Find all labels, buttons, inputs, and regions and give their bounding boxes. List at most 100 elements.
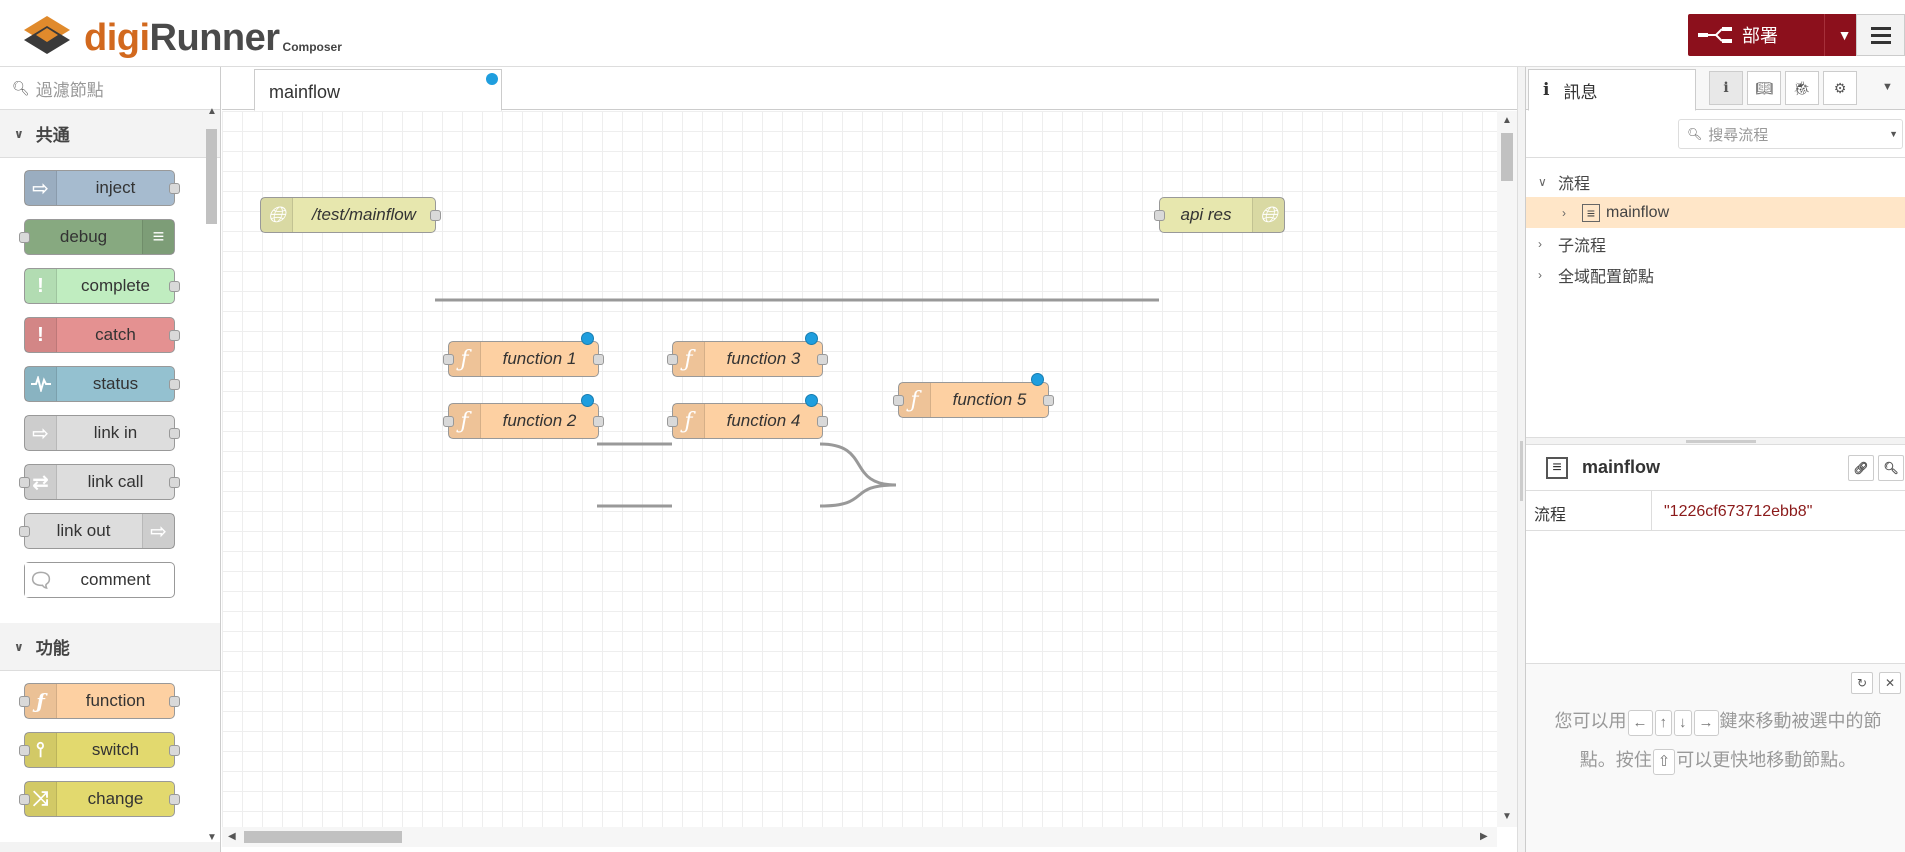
node-function-1[interactable]: ƒ function 1 <box>443 332 604 377</box>
help-book-button[interactable]: 📖︎ <box>1747 71 1781 105</box>
sidebar-resize-handle[interactable] <box>1517 67 1525 852</box>
output-port[interactable] <box>430 210 441 221</box>
info-tab-button[interactable]: i <box>1709 71 1743 105</box>
palette-node-comment[interactable]: 🗨︎ comment <box>24 562 175 598</box>
tree-subflows-group[interactable]: › 子流程 <box>1526 228 1905 259</box>
sidebar-panel-splitter[interactable] <box>1526 437 1905 445</box>
node-http-response[interactable]: api res 🌐︎ <box>1154 197 1285 233</box>
node-function-4[interactable]: ƒ function 4 <box>667 394 828 439</box>
changed-indicator <box>581 394 594 407</box>
palette-node-switch[interactable]: ⫯ switch <box>19 732 180 768</box>
palette-scrollbar[interactable]: ▲ ▼ <box>204 104 219 852</box>
output-port[interactable] <box>1043 395 1054 406</box>
search-button[interactable]: 🔍︎ <box>1878 455 1904 481</box>
key-left: ← <box>1627 710 1653 736</box>
palette-category-common[interactable]: ∨ 共通 <box>0 110 220 158</box>
help-tip-panel: ↻ ✕ 您可以用←↑↓→鍵來移動被選中的節點。按住⇧可以更快地移動節點。 <box>1526 663 1905 852</box>
input-port[interactable] <box>443 354 454 365</box>
scroll-right-arrow-icon[interactable]: ▶ <box>1480 831 1488 842</box>
close-tip-button[interactable]: ✕ <box>1879 672 1901 694</box>
tab-info[interactable]: i 訊息 <box>1528 69 1696 111</box>
tab-changed-indicator <box>486 73 498 85</box>
vertical-scroll-thumb[interactable] <box>1501 133 1513 181</box>
palette-node-inject[interactable]: ⇨ inject <box>24 170 180 206</box>
settings-button[interactable]: ⚙ <box>1823 71 1857 105</box>
node-label: debug <box>59 227 108 246</box>
deploy-dropdown-caret-icon[interactable]: ▼ <box>1824 14 1864 56</box>
link-button[interactable]: 🔗︎ <box>1848 455 1874 481</box>
palette-node-change[interactable]: ⤨ change <box>19 781 180 817</box>
scroll-down-arrow-icon[interactable]: ▼ <box>1502 811 1512 822</box>
palette-node-function[interactable]: ƒ function <box>19 683 180 719</box>
flow-icon: ≡ <box>1582 203 1600 222</box>
palette-category-common-body: ⇨ inject debug ≡ ! complete ! catch stat… <box>0 158 220 623</box>
tab-mainflow[interactable]: mainflow <box>254 69 502 111</box>
main-menu-button[interactable] <box>1856 14 1905 56</box>
canvas-vertical-scrollbar[interactable]: ▲ ▼ <box>1497 111 1517 827</box>
input-port[interactable] <box>667 416 678 427</box>
scroll-up-arrow-icon[interactable]: ▲ <box>207 106 217 117</box>
changed-indicator <box>1031 373 1044 386</box>
scroll-down-arrow-icon[interactable]: ▼ <box>207 832 217 843</box>
input-port[interactable] <box>667 354 678 365</box>
input-port[interactable] <box>893 395 904 406</box>
palette-node-link-call[interactable]: ⇄ link call <box>19 464 180 500</box>
output-port[interactable] <box>593 416 604 427</box>
scroll-left-arrow-icon[interactable]: ◀ <box>228 831 236 842</box>
deploy-button[interactable]: 部署 ▼ <box>1688 14 1864 56</box>
input-port[interactable] <box>443 416 454 427</box>
palette-node-catch[interactable]: ! catch <box>24 317 180 353</box>
palette-node-link-in[interactable]: ⇨ link in <box>24 415 180 451</box>
output-port <box>169 281 180 292</box>
input-port <box>19 526 30 537</box>
flow-icon: ≡ <box>1546 456 1568 479</box>
palette-scroll-thumb[interactable] <box>206 129 217 224</box>
node-label: change <box>87 789 144 808</box>
flow-search-bar: 🔍︎ 搜尋流程 ▼ <box>1526 110 1905 158</box>
canvas-horizontal-scrollbar[interactable]: ◀ ▶ <box>222 827 1497 847</box>
horizontal-scroll-thumb[interactable] <box>244 831 402 843</box>
refresh-tip-button[interactable]: ↻ <box>1851 672 1873 694</box>
palette-category-function[interactable]: ∨ 功能 <box>0 623 220 671</box>
info-icon: i <box>1543 80 1550 100</box>
workspace: mainflow 🌐︎ /test/mainflow api res 🌐︎ ƒ … <box>222 67 1517 852</box>
palette-node-debug[interactable]: debug ≡ <box>19 219 175 255</box>
palette-node-complete[interactable]: ! complete <box>24 268 180 304</box>
bug-icon: 🐞︎ <box>1793 79 1811 96</box>
key-right: → <box>1693 710 1719 736</box>
output-port[interactable] <box>817 416 828 427</box>
palette-search-input[interactable]: 🔍︎ 過濾節點 <box>0 67 220 110</box>
flow-search-input[interactable]: 🔍︎ 搜尋流程 ▼ <box>1678 119 1903 149</box>
complete-icon: ! <box>25 269 57 303</box>
output-port[interactable] <box>817 354 828 365</box>
debug-button[interactable]: 🐞︎ <box>1785 71 1819 105</box>
node-label: api res <box>1180 205 1232 224</box>
function-icon: ƒ <box>449 342 481 376</box>
node-function-5[interactable]: ƒ function 5 <box>893 373 1054 418</box>
tree-global-config-group[interactable]: › 全域配置節點 <box>1526 259 1905 290</box>
output-port[interactable] <box>593 354 604 365</box>
node-label: complete <box>81 276 150 295</box>
tree-item-mainflow[interactable]: › ≡ mainflow <box>1526 197 1905 228</box>
node-http-in[interactable]: 🌐︎ /test/mainflow <box>260 197 441 233</box>
search-icon: 🔍︎ <box>12 79 30 96</box>
workspace-tabbar: mainflow <box>222 67 1517 111</box>
key-shift: ⇧ <box>1652 749 1676 775</box>
node-function-3[interactable]: ƒ function 3 <box>667 332 828 377</box>
sidebar: i 訊息 i 📖︎ 🐞︎ ⚙ ▼ 🔍︎ 搜尋流程 ▼ ∨ 流程 › ≡ main… <box>1525 67 1905 852</box>
tab-label: 訊息 <box>1563 82 1598 102</box>
flow-canvas[interactable]: 🌐︎ /test/mainflow api res 🌐︎ ƒ function … <box>222 111 1497 827</box>
tree-label: mainflow <box>1606 203 1670 221</box>
node-function-2[interactable]: ƒ function 2 <box>443 394 604 439</box>
tree-flows-group[interactable]: ∨ 流程 <box>1526 166 1905 197</box>
scroll-up-arrow-icon[interactable]: ▲ <box>1502 115 1512 126</box>
input-port[interactable] <box>1154 210 1165 221</box>
function-icon: ƒ <box>899 383 931 417</box>
palette-node-link-out[interactable]: link out ⇨ <box>19 513 175 549</box>
output-port <box>169 330 180 341</box>
chevron-down-icon: ∨ <box>14 126 24 141</box>
function-icon: ƒ <box>449 404 481 438</box>
sidebar-tabs-dropdown-icon[interactable]: ▼ <box>1882 81 1893 93</box>
palette-node-status[interactable]: status <box>24 366 180 402</box>
chevron-down-icon[interactable]: ▼ <box>1889 129 1898 139</box>
